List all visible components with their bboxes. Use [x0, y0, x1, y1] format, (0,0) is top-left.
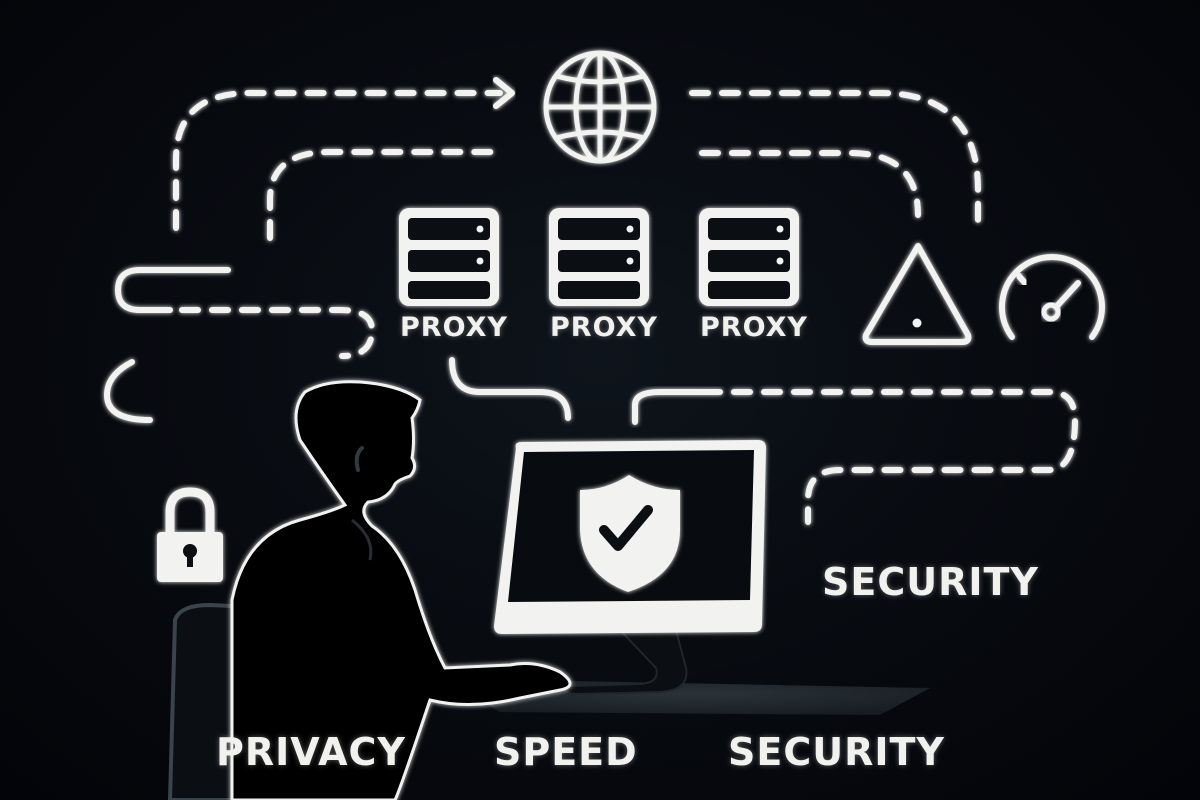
proxy-server-3: [699, 208, 799, 306]
proxy-label-1: PROXY: [400, 312, 508, 343]
person-silhouette: [230, 380, 572, 800]
security-side-label: SECURITY: [822, 560, 1039, 604]
proxy-label-2: PROXY: [550, 312, 658, 343]
proxy-server-1: [399, 208, 499, 306]
proxy-label-3: PROXY: [700, 312, 808, 343]
speed-label: SPEED: [494, 730, 638, 774]
shield-check-icon: [580, 475, 680, 592]
warning-triangle-icon: [862, 243, 972, 345]
monitor-stand: [565, 629, 688, 696]
globe-icon: [543, 50, 657, 164]
proxy-to-computer-connectors: [449, 353, 1078, 525]
padlock-icon: [157, 487, 223, 582]
speedometer-icon: [999, 254, 1105, 340]
privacy-label: PRIVACY: [216, 730, 406, 774]
route-path-top-left: [173, 77, 515, 241]
route-path-top-right: [689, 90, 981, 231]
route-path-left-winding: [104, 267, 375, 423]
security-label: SECURITY: [728, 730, 945, 774]
proxy-server-2: [549, 208, 649, 306]
